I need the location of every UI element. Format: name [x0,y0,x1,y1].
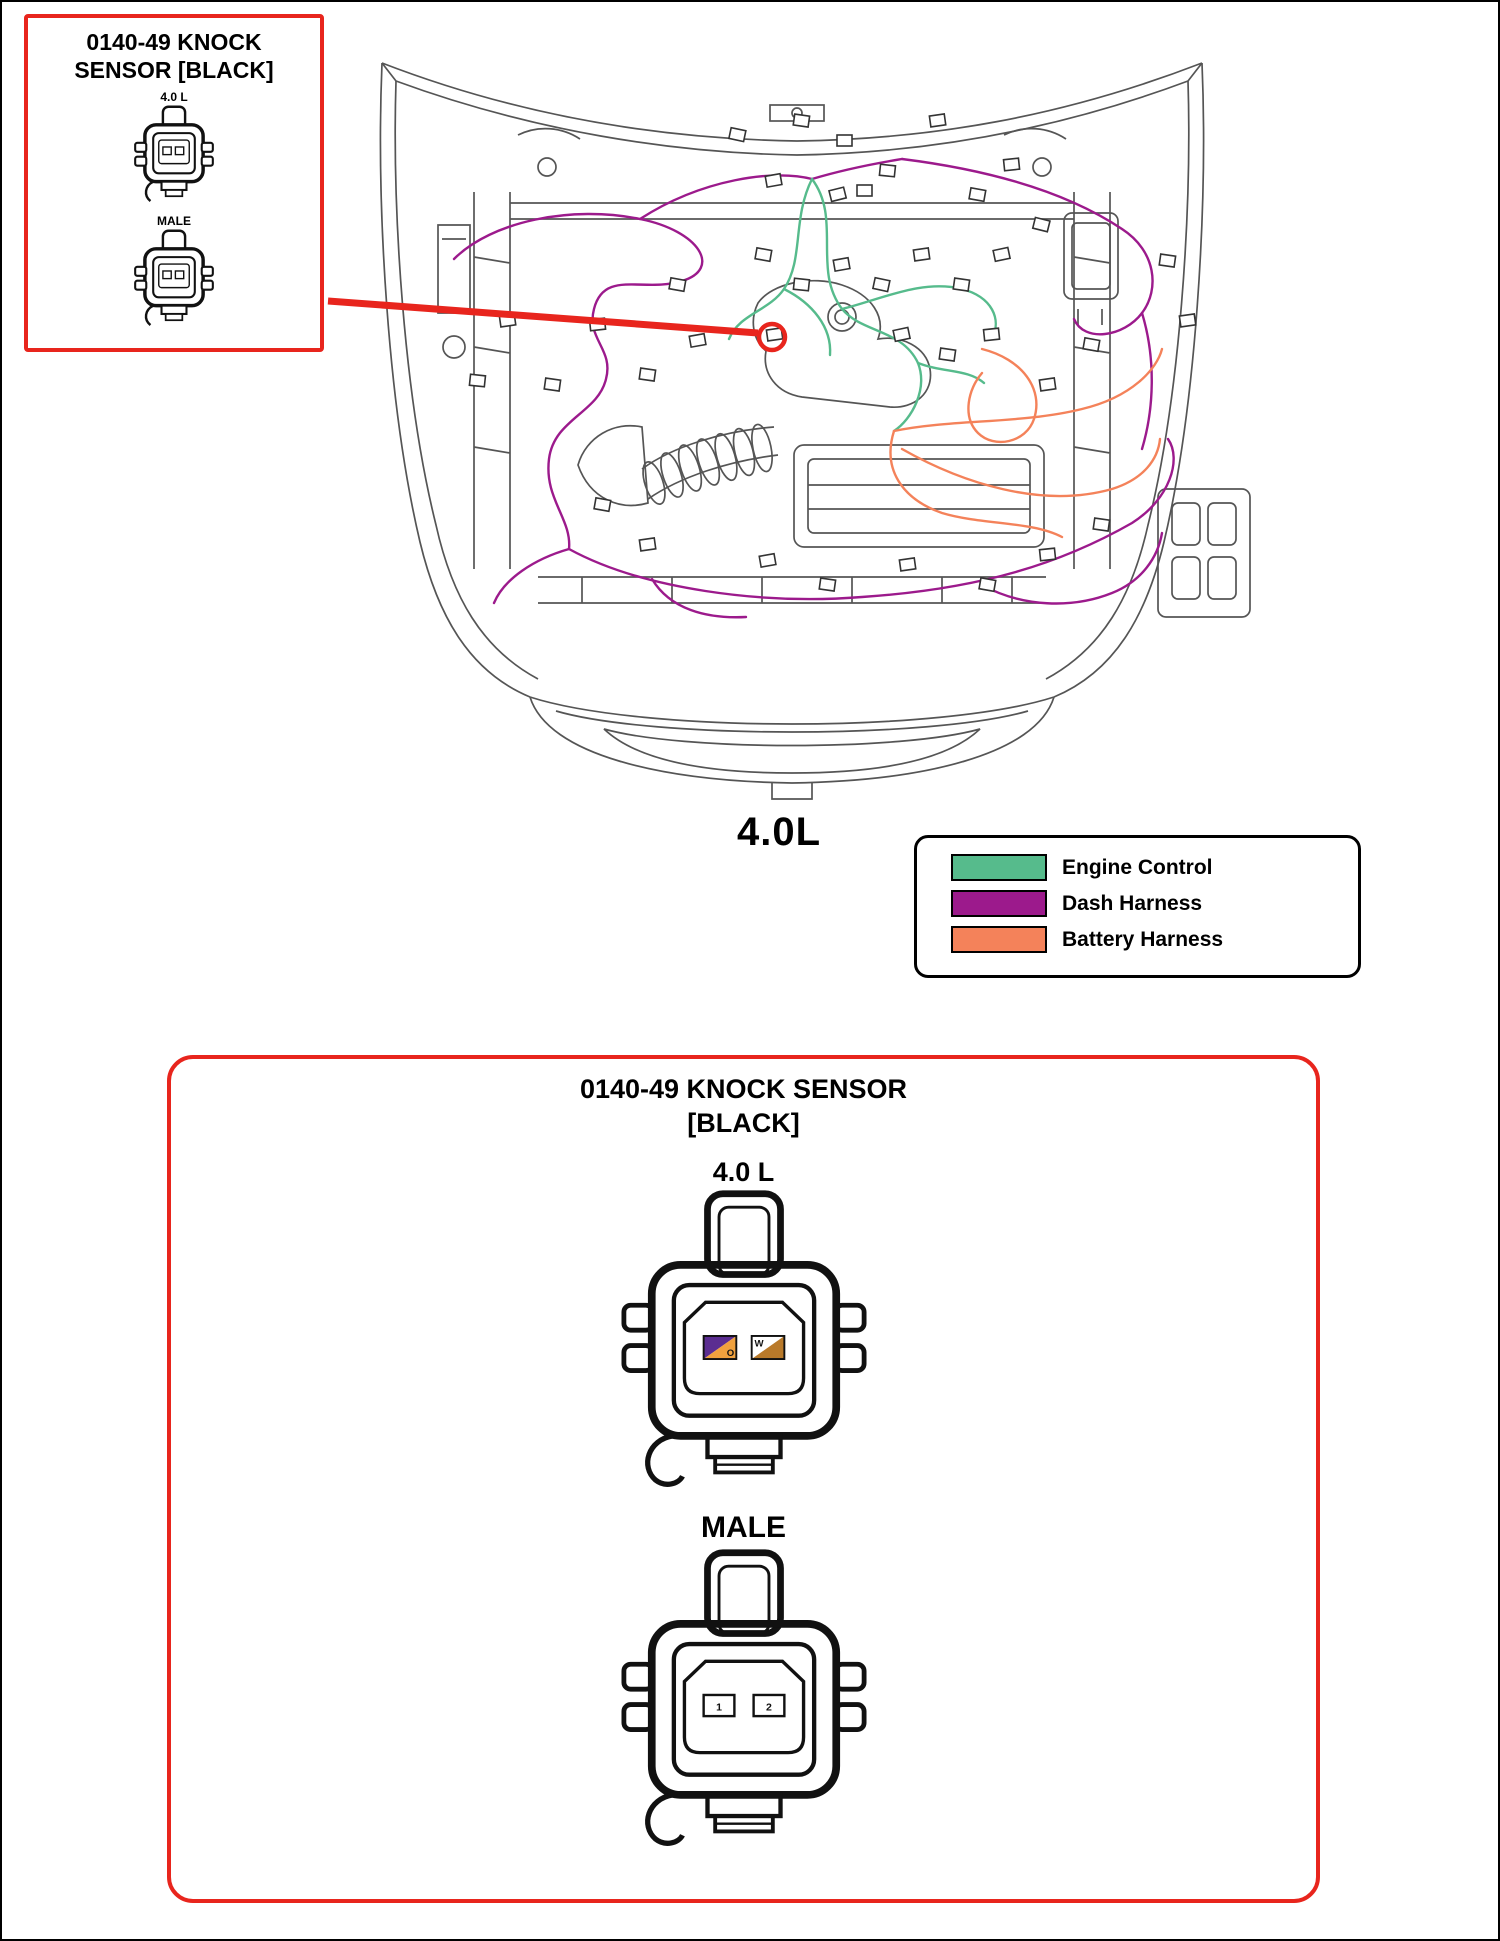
knock-sensor-detail-panel: 0140-49 KNOCK SENSOR [BLACK] 4.0 L [167,1055,1320,1903]
detail-panel-title: 0140-49 KNOCK SENSOR [BLACK] [580,1073,907,1141]
harness-legend: Engine Control Dash Harness Battery Harn… [914,835,1361,978]
dash-harness-wires [452,157,1175,619]
callout-title-line2: SENSOR [BLACK] [74,57,274,84]
callout-title: 0140-49 KNOCK SENSOR [BLACK] [28,28,320,84]
pin-cavities: 1 2 [701,1693,786,1717]
legend-item-engine-control: Engine Control [951,854,1358,881]
legend-item-dash-harness: Dash Harness [951,890,1358,917]
legend-label-dash-harness: Dash Harness [1062,891,1203,915]
detail-size-label: 4.0 L [712,1156,775,1187]
detail-title-line2: [BLACK] [687,1107,800,1138]
pin-1-label: 1 [716,1701,722,1713]
male-connector-pin-view: 1 2 [620,1548,867,1846]
legend-swatch-dash-harness [951,890,1047,917]
pin-chip-1-label: O [726,1348,734,1359]
male-connector-front-view: O W [620,1189,867,1487]
connector-markers [468,113,1197,593]
battery-harness-wires [889,347,1164,539]
legend-swatch-engine-control [951,854,1047,881]
callout-title-line1: 0140-49 KNOCK [86,29,262,55]
pin-chip-2-label: W [754,1338,764,1349]
callout-size-label: 4.0 L [160,90,188,105]
knock-sensor-connector-icon-2 [134,229,214,327]
callout-gender-label: MALE [157,214,191,229]
detail-title-line1: 0140-49 KNOCK SENSOR [579,1074,908,1104]
wire-color-chips: O W [702,1334,785,1360]
legend-item-battery-harness: Battery Harness [951,926,1358,953]
knock-sensor-connector-icon [134,105,214,203]
engine-bay-diagram [379,62,1251,800]
legend-swatch-battery-harness [951,926,1047,953]
engine-control-wires [727,177,997,433]
legend-label-battery-harness: Battery Harness [1062,927,1224,951]
knock-sensor-callout-box: 0140-49 KNOCK SENSOR [BLACK] 4.0 L MALE [24,14,324,352]
legend-label-engine-control: Engine Control [1062,855,1213,879]
engine-size-label: 4.0L [737,810,822,854]
pin-2-label: 2 [766,1701,772,1713]
detail-gender-label: MALE [701,1510,786,1544]
